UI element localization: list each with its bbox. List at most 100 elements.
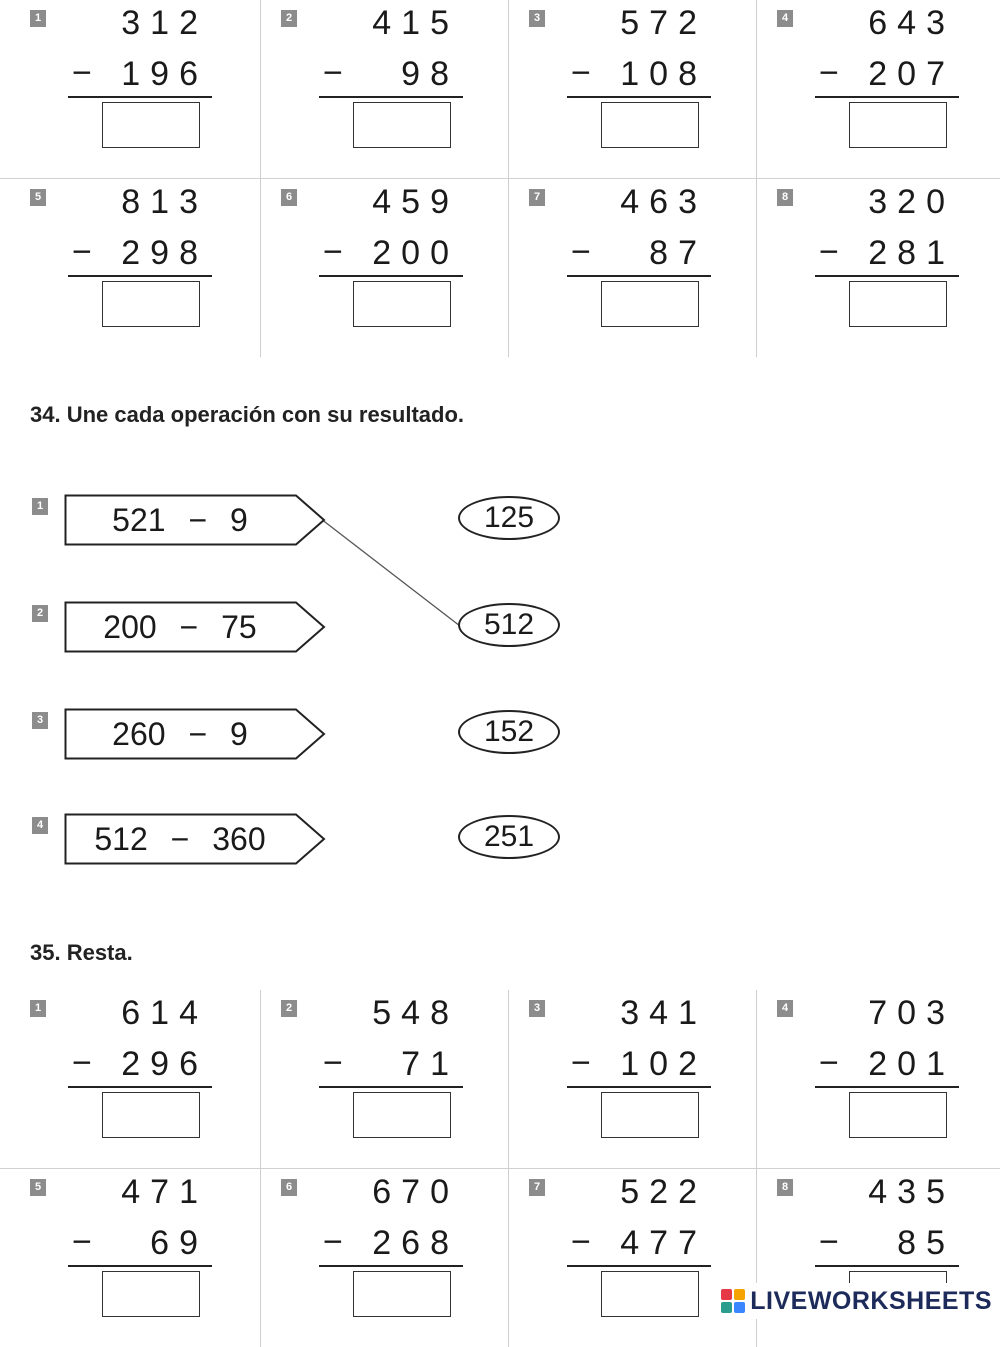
- subtraction-problem: 7 463 − 87: [508, 179, 757, 357]
- result-oval[interactable]: 512: [458, 603, 560, 647]
- subtraction-problem: 4 643 − 207: [756, 0, 1000, 178]
- operation-line: [68, 1265, 212, 1267]
- problem-number-badge: 6: [281, 189, 297, 206]
- subtrahend: 296: [121, 1045, 208, 1083]
- arrow-tag-shape: [64, 601, 326, 653]
- minus-sign: −: [571, 54, 591, 92]
- minuend: 320: [868, 183, 955, 221]
- operation-line: [319, 275, 463, 277]
- operation-line: [567, 1265, 711, 1267]
- answer-input-box[interactable]: [353, 281, 451, 327]
- grid-row: 5 813 − 298 6 459 − 200 7 463 − 87 8 320…: [0, 178, 1000, 357]
- top-subtraction-grid: 1 312 − 196 2 415 − 98 3 572 − 108 4 643…: [0, 0, 1000, 357]
- operation-line: [815, 275, 959, 277]
- subtraction-problem: 6 459 − 200: [260, 179, 509, 357]
- subtraction-problem: 6 670 − 268: [260, 1169, 509, 1347]
- answer-input-box[interactable]: [102, 1271, 200, 1317]
- answer-input-box[interactable]: [849, 102, 947, 148]
- subtrahend: 85: [897, 1224, 955, 1262]
- answer-input-box[interactable]: [102, 281, 200, 327]
- operation-number-badge: 4: [32, 817, 48, 834]
- arrow-tag-shape: [64, 813, 326, 865]
- subtraction-problem: 5 471 − 69: [10, 1169, 258, 1347]
- minuend: 572: [620, 4, 707, 42]
- result-oval[interactable]: 152: [458, 710, 560, 754]
- operation-line: [319, 1265, 463, 1267]
- answer-input-box[interactable]: [353, 1092, 451, 1138]
- answer-input-box[interactable]: [102, 102, 200, 148]
- answer-input-box[interactable]: [601, 1271, 699, 1317]
- problem-number-badge: 2: [281, 1000, 297, 1017]
- problem-number-badge: 3: [529, 10, 545, 27]
- subtrahend: 71: [401, 1045, 459, 1083]
- problem-number-badge: 4: [777, 1000, 793, 1017]
- minus-sign: −: [323, 1044, 343, 1082]
- operation-tag[interactable]: 512 − 360: [64, 813, 326, 865]
- minuend: 548: [372, 994, 459, 1032]
- problem-number-badge: 5: [30, 189, 46, 206]
- answer-input-box[interactable]: [353, 1271, 451, 1317]
- subtrahend: 207: [868, 55, 955, 93]
- subtraction-problem: 1 312 − 196: [10, 0, 258, 178]
- result-oval[interactable]: 125: [458, 496, 560, 540]
- operation-line: [567, 1086, 711, 1088]
- minus-sign: −: [323, 54, 343, 92]
- minus-sign: −: [571, 233, 591, 271]
- minuend: 670: [372, 1173, 459, 1211]
- minuend: 312: [121, 4, 208, 42]
- subtrahend: 108: [620, 55, 707, 93]
- operation-line: [319, 1086, 463, 1088]
- minuend: 522: [620, 1173, 707, 1211]
- subtraction-problem: 2 548 − 71: [260, 990, 509, 1168]
- minuend: 459: [372, 183, 459, 221]
- subtraction-problem: 3 341 − 102: [508, 990, 757, 1168]
- subtraction-problem: 3 572 − 108: [508, 0, 757, 178]
- subtrahend: 69: [150, 1224, 208, 1262]
- liveworksheets-logo: LIVEWORKSHEETS: [720, 1283, 992, 1319]
- logo-grid-icon: [720, 1288, 746, 1314]
- operation-line: [815, 96, 959, 98]
- minuend: 415: [372, 4, 459, 42]
- minus-sign: −: [571, 1044, 591, 1082]
- operation-line: [319, 96, 463, 98]
- minuend: 614: [121, 994, 208, 1032]
- subtraction-problem: 8 320 − 281: [756, 179, 1000, 357]
- answer-input-box[interactable]: [353, 102, 451, 148]
- operation-text: 200 − 75: [103, 609, 257, 645]
- minuend: 435: [868, 1173, 955, 1211]
- answer-input-box[interactable]: [849, 1092, 947, 1138]
- minuend: 703: [868, 994, 955, 1032]
- subtraction-problem: 5 813 − 298: [10, 179, 258, 357]
- problem-number-badge: 8: [777, 1179, 793, 1196]
- problem-number-badge: 2: [281, 10, 297, 27]
- operation-tag[interactable]: 521 − 9: [64, 494, 326, 546]
- answer-input-box[interactable]: [849, 281, 947, 327]
- minus-sign: −: [72, 54, 92, 92]
- result-oval[interactable]: 251: [458, 815, 560, 859]
- answer-input-box[interactable]: [102, 1092, 200, 1138]
- minuend: 643: [868, 4, 955, 42]
- logo-text: LIVEWORKSHEETS: [750, 1286, 992, 1315]
- answer-input-box[interactable]: [601, 102, 699, 148]
- problem-number-badge: 3: [529, 1000, 545, 1017]
- subtrahend: 200: [372, 234, 459, 272]
- problem-number-badge: 1: [30, 10, 46, 27]
- minuend: 813: [121, 183, 208, 221]
- operation-row: 4 512 − 360 251: [0, 813, 1000, 873]
- operation-tag[interactable]: 200 − 75: [64, 601, 326, 653]
- operation-tag[interactable]: 260 − 9: [64, 708, 326, 760]
- subtrahend: 281: [868, 234, 955, 272]
- operation-line: [815, 1086, 959, 1088]
- answer-input-box[interactable]: [601, 1092, 699, 1138]
- grid-row: 1 614 − 296 2 548 − 71 3 341 − 102 4 703…: [0, 990, 1000, 1168]
- matching-exercise: 1 521 − 9 125 2 200 − 75 512 3 260 − 9 1…: [0, 470, 1000, 890]
- operation-line: [567, 96, 711, 98]
- minus-sign: −: [571, 1223, 591, 1261]
- minus-sign: −: [323, 1223, 343, 1261]
- problem-number-badge: 7: [529, 189, 545, 206]
- answer-input-box[interactable]: [601, 281, 699, 327]
- operation-number-badge: 2: [32, 605, 48, 622]
- subtrahend: 98: [401, 55, 459, 93]
- minuend: 463: [620, 183, 707, 221]
- minus-sign: −: [72, 1044, 92, 1082]
